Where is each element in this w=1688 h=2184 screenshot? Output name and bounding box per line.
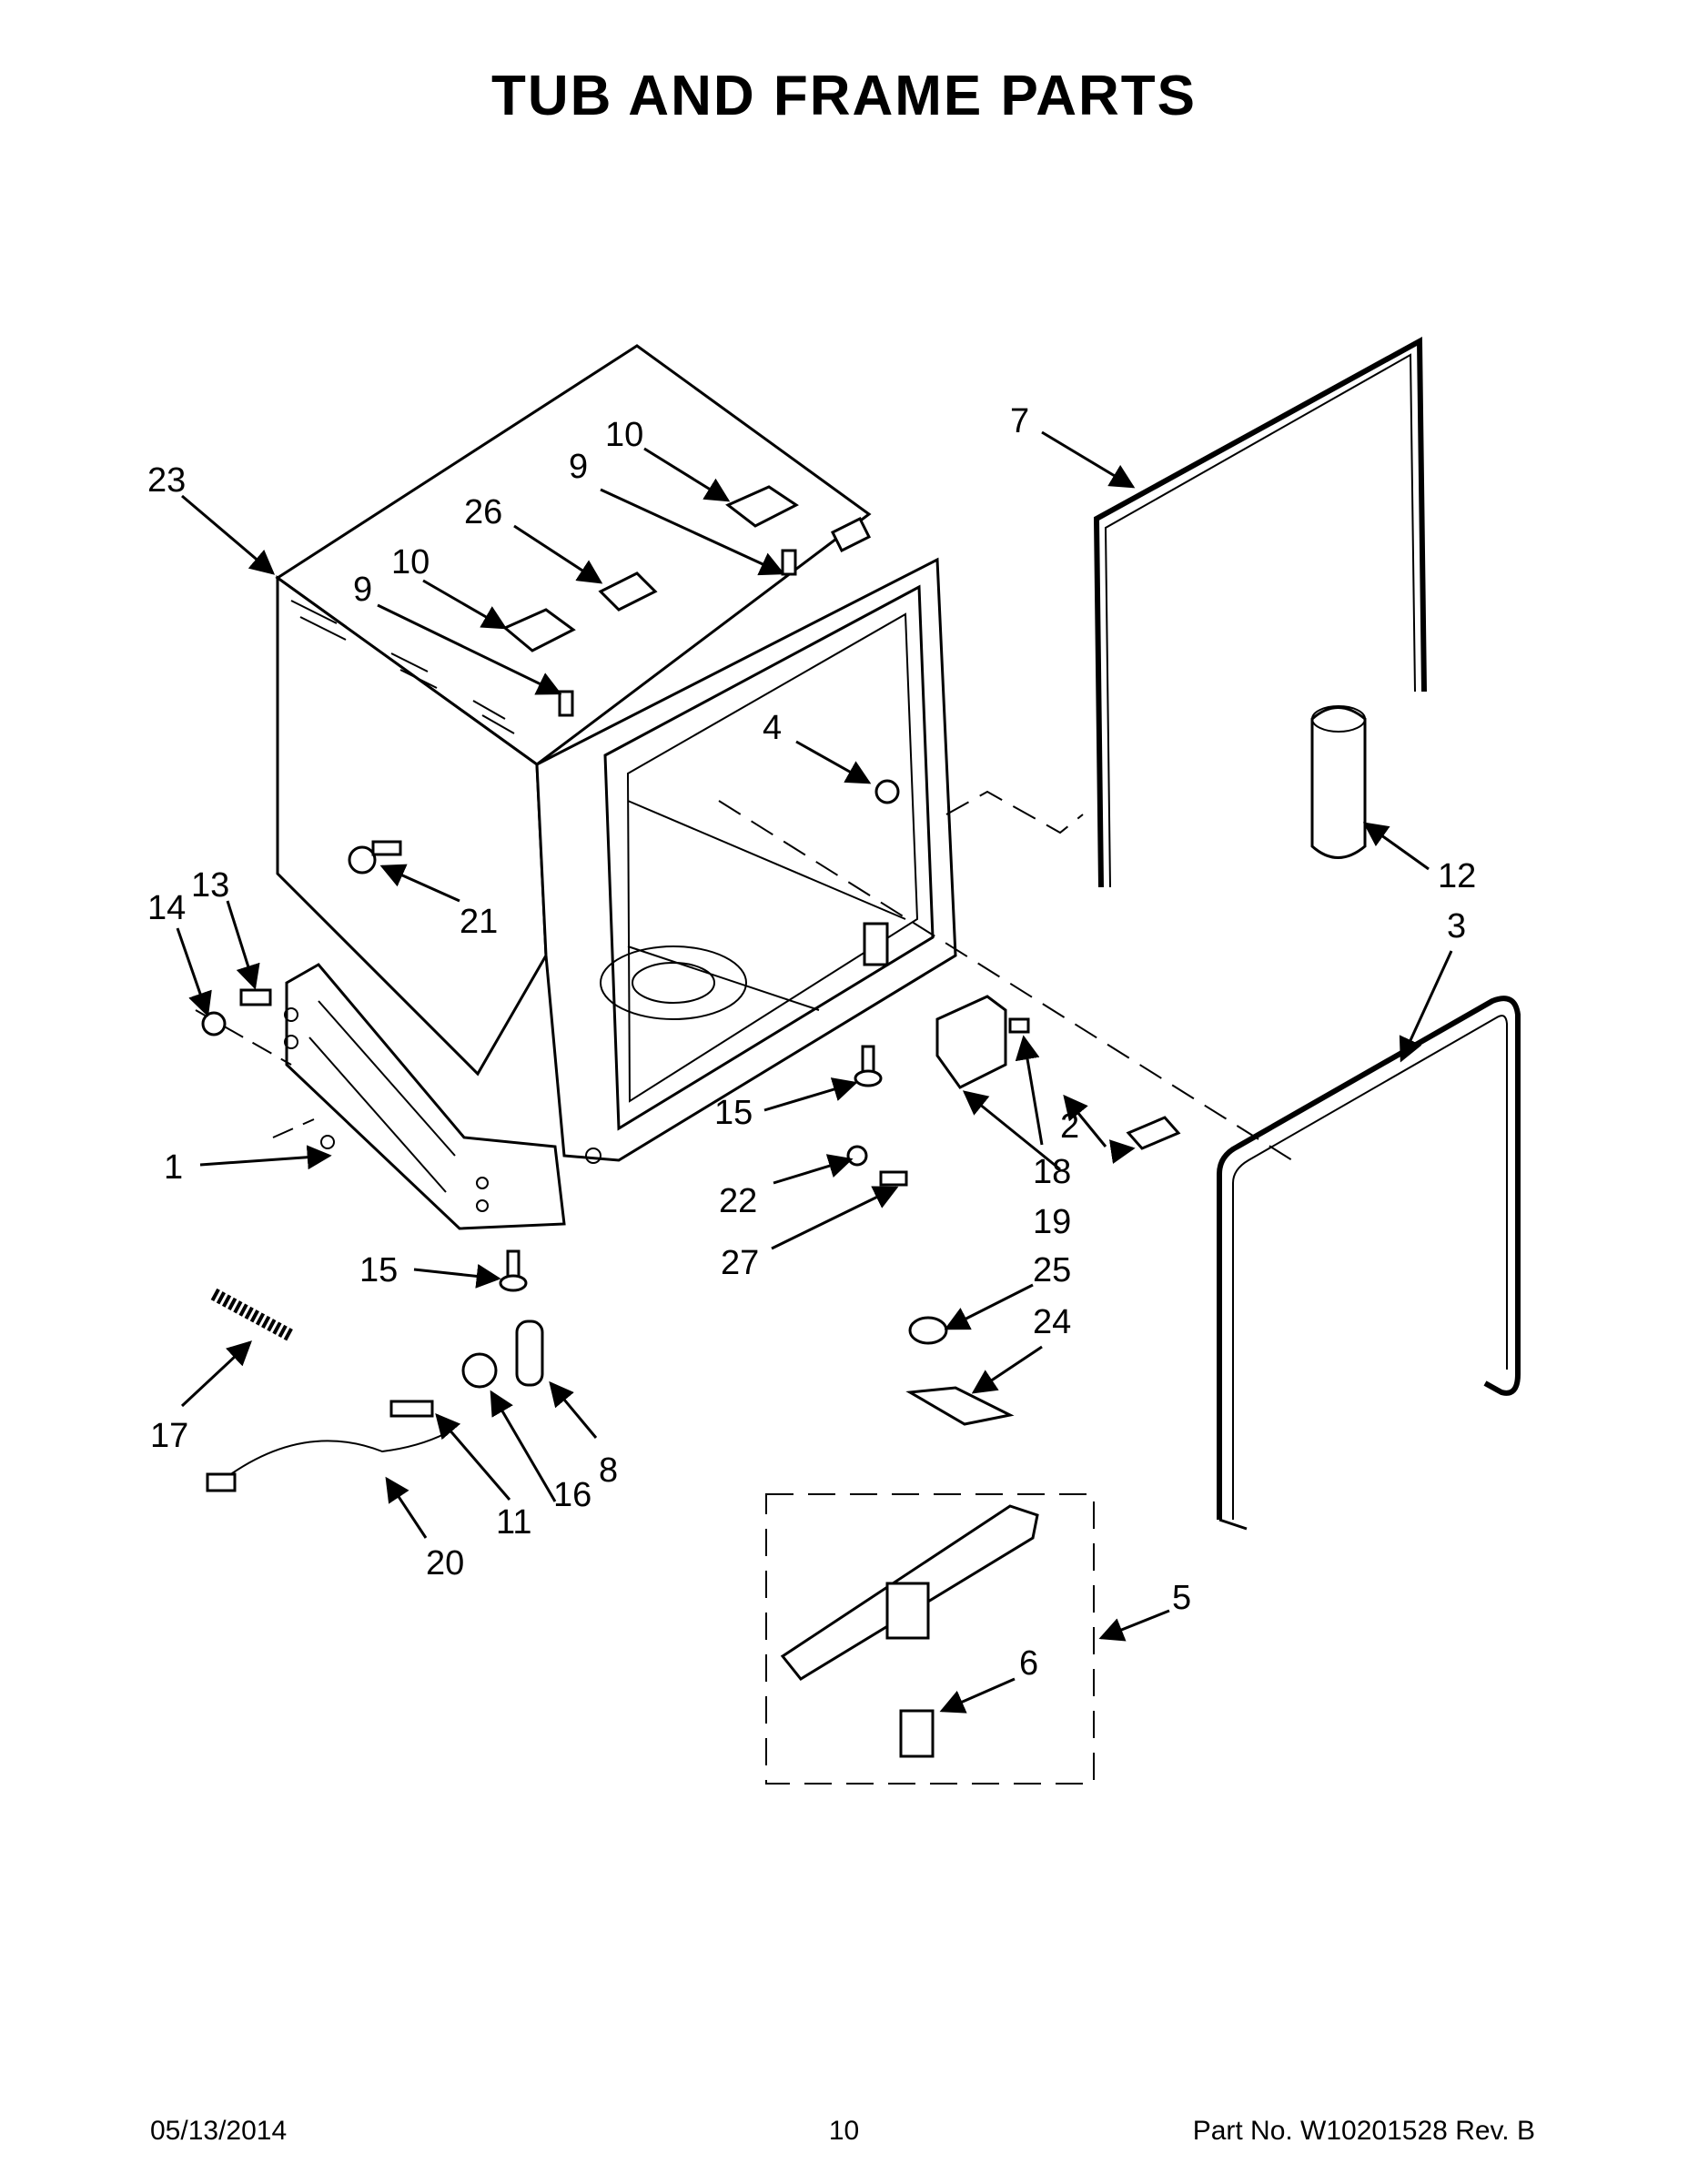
screw-icon xyxy=(389,1400,434,1418)
callout-14: 14 xyxy=(147,889,186,927)
bolt-icon xyxy=(239,988,272,1006)
dishwasher-tub xyxy=(275,344,957,1230)
leader-arrows xyxy=(176,430,1453,1714)
wheel-icon xyxy=(461,1352,498,1389)
plug-icon xyxy=(348,845,377,875)
footer-part-number: Part No. W10201528 Rev. B xyxy=(1192,2116,1535,2146)
callout-2: 2 xyxy=(1060,1107,1079,1146)
door-gasket-part-7 xyxy=(1093,336,1427,888)
clip-icon xyxy=(874,779,900,804)
callout-9: 9 xyxy=(353,571,372,609)
callout-24: 24 xyxy=(1033,1303,1071,1341)
callout-7: 7 xyxy=(1010,402,1029,440)
page-title: TUB AND FRAME PARTS xyxy=(490,65,1198,127)
callout-labels: 23 10 9 26 10 9 7 4 12 3 21 13 14 1 15 2… xyxy=(147,402,1476,1683)
callout-17: 17 xyxy=(150,1417,188,1455)
screw-icon xyxy=(781,549,797,576)
callout-27: 27 xyxy=(721,1244,759,1282)
callout-25: 25 xyxy=(1033,1251,1071,1289)
small-parts xyxy=(201,485,1181,1758)
callout-4: 4 xyxy=(763,709,782,747)
callout-3: 3 xyxy=(1447,907,1466,945)
screw-icon xyxy=(1008,1017,1030,1034)
bracket-icon xyxy=(905,1386,1015,1426)
bracket-icon xyxy=(598,571,658,612)
washer-icon xyxy=(846,1145,868,1167)
footer-page-number: 10 xyxy=(828,2116,860,2146)
callout-10: 10 xyxy=(605,416,643,454)
callout-15: 15 xyxy=(359,1251,398,1289)
wire-icon xyxy=(217,1432,447,1484)
foot-pad-icon xyxy=(854,1069,883,1087)
callout-26: 26 xyxy=(464,493,502,531)
footer-date: 05/13/2014 xyxy=(150,2116,288,2146)
sensor-icon xyxy=(908,1316,948,1345)
callout-5: 5 xyxy=(1172,1579,1191,1617)
connector-icon xyxy=(206,1472,237,1492)
callout-10: 10 xyxy=(391,543,430,581)
screw-icon xyxy=(558,690,574,717)
callout-22: 22 xyxy=(719,1182,757,1220)
callout-19: 19 xyxy=(1033,1203,1071,1241)
foot-pad-icon xyxy=(499,1274,528,1292)
callout-21: 21 xyxy=(460,903,498,941)
callout-12: 12 xyxy=(1438,857,1476,895)
spring-icon xyxy=(210,1288,295,1342)
callout-9: 9 xyxy=(569,448,588,486)
callout-20: 20 xyxy=(426,1544,464,1582)
bracket-icon xyxy=(935,995,1007,1089)
fitting-icon xyxy=(899,1709,935,1758)
screw-icon xyxy=(879,1170,908,1187)
callout-13: 13 xyxy=(191,866,229,905)
spray-arm-hub-icon xyxy=(885,1582,930,1640)
tub-gasket-part-3 xyxy=(1217,996,1521,1531)
callout-18: 18 xyxy=(1033,1153,1071,1191)
plug-stem-icon xyxy=(371,840,402,856)
hinge-bracket-icon xyxy=(725,485,799,528)
clip-icon xyxy=(1126,1116,1181,1150)
callout-1: 1 xyxy=(164,1148,183,1187)
callout-11: 11 xyxy=(496,1503,531,1542)
nut-icon xyxy=(201,1011,227,1036)
plate-icon xyxy=(515,1320,544,1387)
hinge-bracket-icon xyxy=(502,608,576,652)
callout-15: 15 xyxy=(714,1094,753,1132)
callout-6: 6 xyxy=(1019,1644,1038,1683)
callout-23: 23 xyxy=(147,461,186,500)
callout-8: 8 xyxy=(599,1451,618,1490)
callout-16: 16 xyxy=(553,1476,591,1514)
hinge-tube-part-12 xyxy=(1310,705,1367,859)
